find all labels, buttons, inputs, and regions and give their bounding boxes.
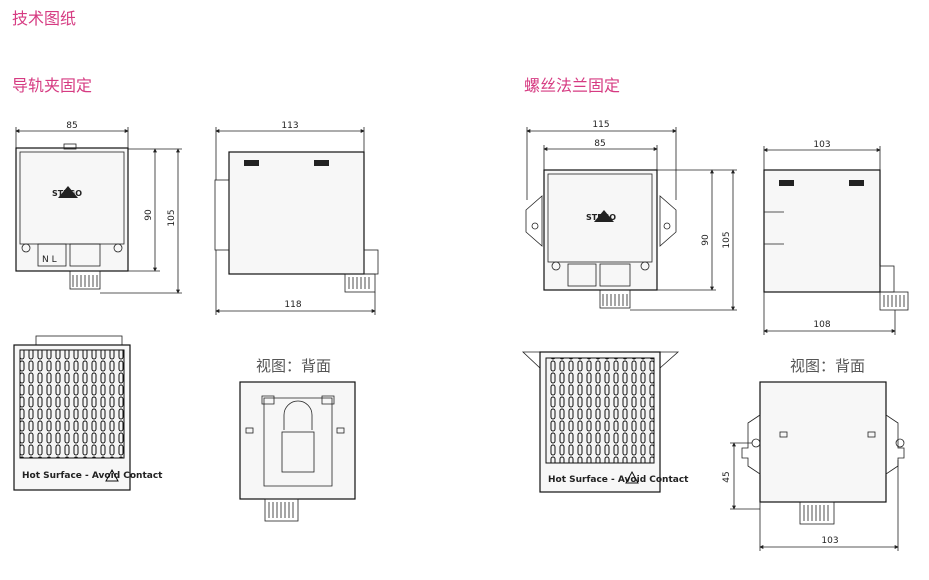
flange-side-housing <box>763 169 881 293</box>
section-title-din-rail: 导轨夹固定 <box>12 76 93 95</box>
back-view-caption-left: 视图：背面 <box>256 357 332 375</box>
flange-front-housing <box>543 169 658 291</box>
flange-grill-view: Hot Surface - Avoid Contact <box>521 351 689 493</box>
warning-text-din: Hot Surface - Avoid Contact <box>22 471 163 481</box>
ventilation-grill <box>545 357 655 464</box>
connector-plug <box>344 273 376 293</box>
dim-din-front-height-inner: 90 <box>144 209 154 221</box>
logo-text-flange: STEGO <box>586 213 616 222</box>
din-back-housing <box>239 381 356 500</box>
dim-din-front-width: 85 <box>66 121 77 131</box>
screw-icon <box>551 261 561 271</box>
stego-logo-flange: STEGO <box>586 210 616 222</box>
din-grill-view: Hot Surface - Avoid Contact <box>13 335 163 491</box>
connector-plug <box>69 270 101 290</box>
din-side-housing <box>228 151 365 275</box>
warning-triangle-icon <box>105 468 119 482</box>
flange-hole-icon <box>531 222 539 230</box>
dim-flange-back-width: 103 <box>821 536 838 546</box>
screw-icon <box>113 243 123 253</box>
ventilation-grill <box>19 349 125 459</box>
dim-flange-front-height-inner: 90 <box>701 234 711 246</box>
flange-back-view: 45 103 <box>722 381 905 551</box>
connector-plug <box>799 501 835 525</box>
dim-flange-front-inner: 85 <box>594 139 605 149</box>
dim-flange-front-height-outer: 105 <box>722 231 732 248</box>
dim-din-side-top: 113 <box>281 121 298 131</box>
dim-din-side-bottom: 118 <box>284 300 301 310</box>
back-view-caption-right: 视图：背面 <box>790 357 866 375</box>
dim-flange-side-top: 103 <box>813 140 830 150</box>
flange-hole-icon <box>663 222 671 230</box>
page-title: 技术图纸 <box>12 9 77 28</box>
din-back-view <box>239 381 356 522</box>
flange-front-view: STEGO 115 85 90 105 <box>525 120 737 311</box>
flange-hole-icon <box>895 438 905 448</box>
din-front-view: STEGO N L 85 90 105 <box>15 121 182 294</box>
warning-triangle-icon <box>625 470 639 484</box>
din-rail-clip <box>214 179 230 251</box>
flange-side-view: 103 108 <box>763 140 909 335</box>
screw-icon <box>640 261 650 271</box>
terminal-block <box>567 263 597 287</box>
din-front-housing <box>15 147 129 272</box>
flange-hole-icon <box>751 438 761 448</box>
connector-plug <box>879 291 909 311</box>
connector-plug <box>264 498 299 522</box>
dim-flange-back-height: 45 <box>722 471 732 482</box>
dim-din-front-height-outer: 105 <box>167 209 177 226</box>
terminal-label: N L <box>42 255 57 265</box>
dim-flange-front-outer: 115 <box>592 120 609 130</box>
connector-plug <box>599 289 631 309</box>
flange-back-housing <box>759 381 887 503</box>
warning-text-flange: Hot Surface - Avoid Contact <box>548 475 689 485</box>
logo-text-din: STEGO <box>52 189 82 198</box>
switch-block <box>69 243 101 267</box>
screw-icon <box>21 243 31 253</box>
terminal-block <box>37 243 67 267</box>
dim-flange-side-bottom: 108 <box>813 320 830 330</box>
section-title-flange: 螺丝法兰固定 <box>524 76 621 95</box>
stego-logo-din: STEGO <box>52 186 82 198</box>
din-side-view: 113 118 <box>214 121 379 315</box>
